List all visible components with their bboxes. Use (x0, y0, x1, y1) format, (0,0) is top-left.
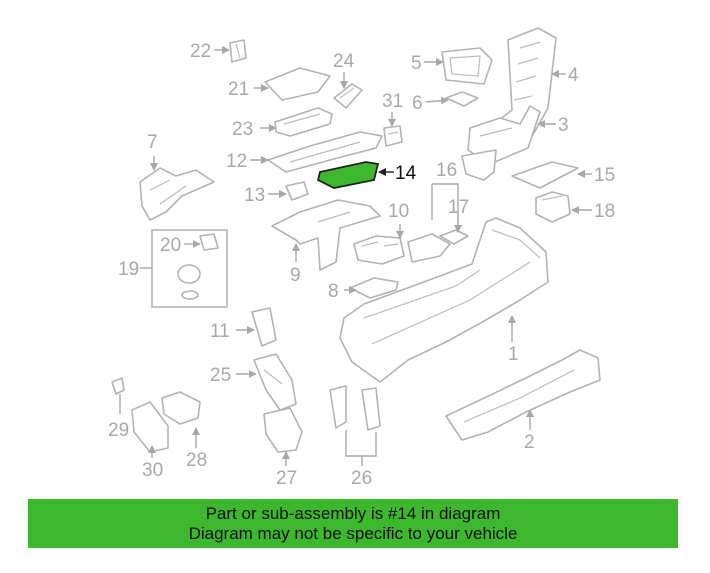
part-11-bracket (251, 307, 277, 347)
part-22-clip (229, 39, 247, 63)
callout-8: 8 (328, 281, 339, 302)
callout-21: 21 (228, 79, 249, 100)
callout-10: 10 (388, 201, 409, 222)
part-10-cupholder (353, 235, 405, 265)
info-banner: Part or sub-assembly is #14 in diagram D… (28, 499, 678, 548)
part-5-panel (441, 47, 493, 85)
part-15-mat (511, 161, 579, 189)
callout-4: 4 (568, 65, 579, 86)
part-2-duct (445, 349, 601, 441)
callout-26: 26 (351, 468, 372, 489)
part-28-tray (161, 391, 201, 425)
callout-30: 30 (142, 460, 163, 481)
part-8-bracket (349, 277, 399, 299)
part-7-trim-strip (139, 167, 215, 221)
callout-24: 24 (333, 51, 355, 72)
part-23-tray (274, 107, 333, 137)
callout-17: 17 (448, 197, 469, 218)
part-30-panel (131, 401, 169, 453)
part-25-trim (253, 353, 297, 411)
callout-16: 16 (436, 160, 457, 181)
callout-25: 25 (210, 365, 231, 386)
callout-12: 12 (226, 151, 247, 172)
part-17-trim (439, 229, 469, 245)
part-1-console (339, 217, 549, 383)
leader-lines (119, 46, 592, 466)
callout-23: 23 (232, 119, 253, 140)
parts-diagram: 22 21 24 23 5 6 31 4 3 16 7 12 13 14 15 … (108, 27, 615, 489)
callout-31: 31 (382, 91, 403, 112)
part-6-pad (445, 91, 479, 107)
callout-13: 13 (244, 185, 265, 206)
part-16-insert (407, 233, 451, 263)
part-14-highlighted[interactable] (316, 161, 380, 189)
callout-7: 7 (147, 132, 158, 153)
callout-1: 1 (508, 344, 519, 365)
callout-27: 27 (276, 468, 297, 489)
banner-line-1: Part or sub-assembly is #14 in diagram (205, 504, 501, 523)
callout-11: 11 (210, 321, 230, 342)
banner-line-2: Diagram may not be specific to your vehi… (188, 524, 518, 543)
callout-18: 18 (594, 201, 615, 222)
callout-20: 20 (160, 235, 181, 256)
callout-19: 19 (118, 259, 139, 280)
callout-3: 3 (558, 115, 569, 136)
callout-29: 29 (108, 420, 129, 441)
part-29-clip (111, 377, 125, 395)
callout-2: 2 (524, 432, 535, 453)
part-13-knob (285, 181, 309, 201)
callout-6: 6 (412, 93, 423, 114)
callout-14: 14 (395, 163, 417, 184)
callout-15: 15 (594, 165, 615, 186)
part-24-bracket (333, 83, 363, 109)
part-27-trim (263, 407, 303, 453)
part-19-20-knob-group (151, 229, 228, 308)
callout-5: 5 (411, 53, 422, 74)
part-21-lid (264, 67, 331, 101)
callout-22: 22 (190, 41, 211, 62)
callout-28: 28 (186, 450, 207, 471)
callout-9: 9 (290, 265, 301, 286)
callout-labels: 22 21 24 23 5 6 31 4 3 16 7 12 13 14 15 … (108, 41, 615, 489)
part-12-rail (267, 131, 383, 173)
part-16-shifter-trim (461, 149, 497, 181)
part-26-brackets (329, 385, 381, 431)
part-18-cup (535, 191, 571, 223)
part-31-switch (383, 125, 403, 147)
